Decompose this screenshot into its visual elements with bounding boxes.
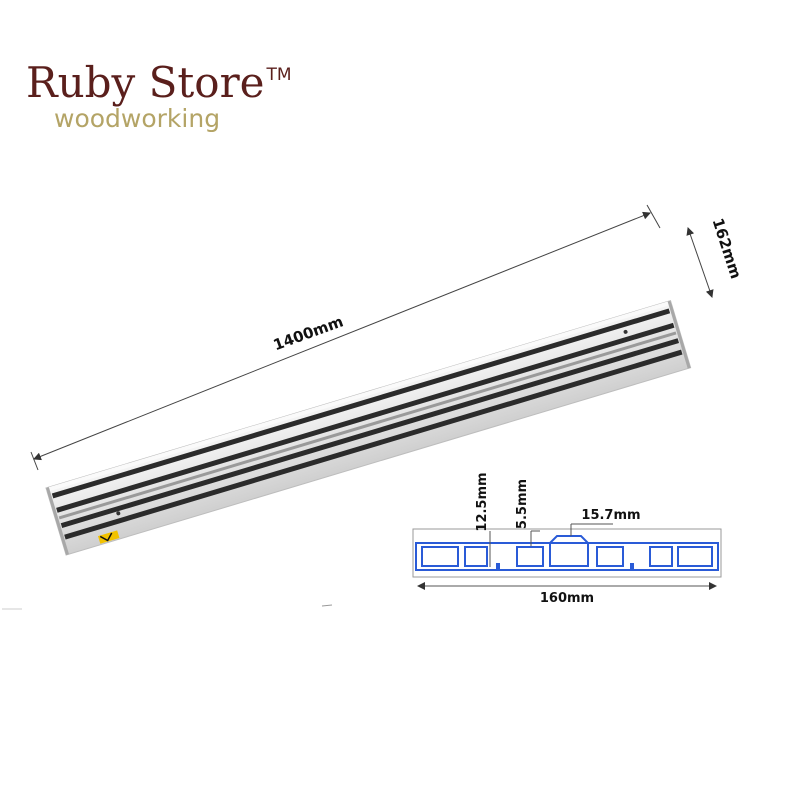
rail-cross-section: 12.5mm 5.5mm 15.7mm 160mm — [412, 472, 722, 606]
profile-chamber-1 — [421, 546, 459, 567]
profile-chamber-2 — [464, 546, 488, 567]
length-ext-right — [646, 204, 661, 229]
width-dim-line — [686, 227, 714, 298]
profile-outline — [415, 542, 719, 571]
length-dim-line — [33, 211, 651, 461]
profile-chamber-3 — [516, 546, 544, 567]
profile-shape — [415, 535, 719, 571]
profile-height-b-label: 5.5mm — [515, 479, 530, 529]
brand-name: Ruby Store — [26, 58, 265, 107]
profile-chamber-6 — [677, 546, 713, 567]
profile-center-ridge — [549, 535, 589, 567]
profile-ridge-width-label: 15.7mm — [581, 508, 640, 523]
profile-chamber-5 — [649, 546, 673, 567]
rail-end-cap-right — [667, 300, 691, 369]
width-label: 162mm — [709, 216, 745, 281]
rail-logo-icon — [98, 530, 120, 544]
brand-trademark: TM — [266, 65, 292, 85]
rail-strip-2 — [56, 322, 675, 513]
width-dimension: 162mm — [686, 216, 745, 298]
floor-mark-right — [321, 604, 333, 607]
length-ext-left — [30, 451, 39, 471]
rail-strip-3 — [60, 338, 680, 529]
profile-height-a-label: 12.5mm — [475, 472, 490, 531]
length-label: 1400mm — [271, 312, 346, 354]
rail-groove — [58, 331, 677, 520]
brand-tagline: woodworking — [54, 104, 221, 133]
rail-hole-left — [116, 511, 121, 516]
profile-total-width-label: 160mm — [540, 591, 594, 606]
profile-chamber-4 — [596, 546, 624, 567]
rail-end-cap-left — [46, 487, 69, 556]
profile-slot-marks — [496, 563, 634, 570]
rail-strip-1 — [51, 308, 671, 499]
